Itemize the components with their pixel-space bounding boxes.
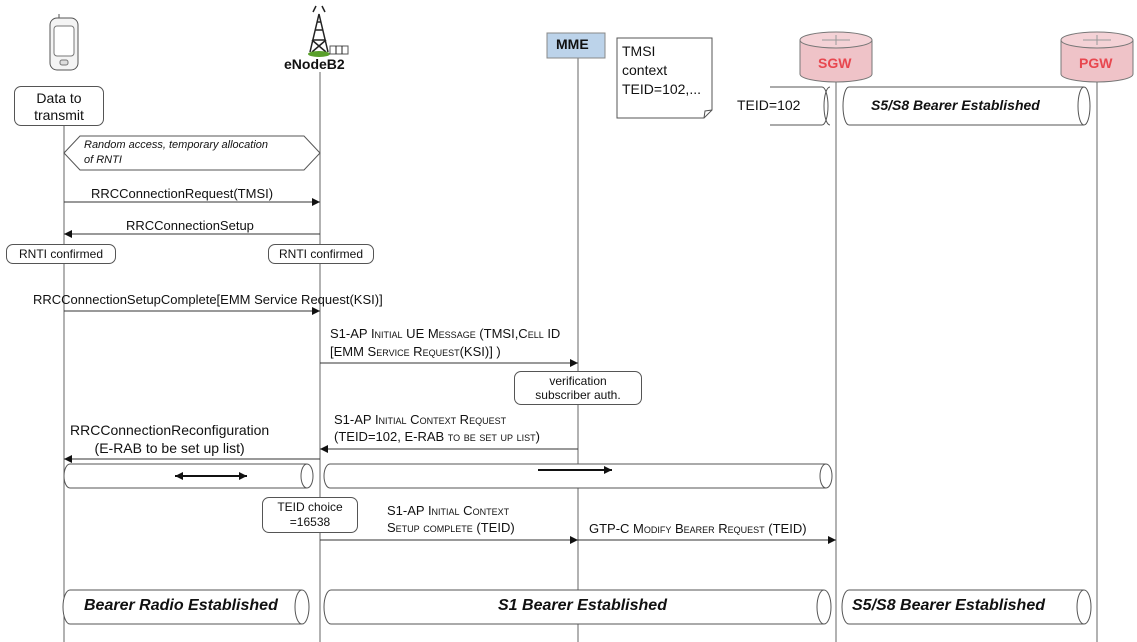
rnti-confirmed-enb: RNTI confirmed [268,244,374,264]
rrc-reconfig-label: RRCConnectionReconfiguration (E-RAB to b… [70,422,270,456]
sgw-label: SGW [818,55,852,71]
teid-sgw-label: TEID=102 [737,97,801,113]
s5s8-bearer-top-label: S5/S8 Bearer Established [871,97,1040,113]
s1-bearer-mid-tube [323,463,833,489]
rrc-setup-label: RRCConnectionSetup [126,218,254,233]
random-access-box [63,135,321,171]
tmsi-note-text: TMSI context TEID=102,... [622,43,701,97]
s1ap-initial-ue-label: S1-AP Initial UE Message (TMSI,Cell ID [… [330,326,561,359]
gtp-modify-label: GTP-C Modify Bearer Request (TEID) [589,521,807,536]
s5s8-bearer-bottom-label: S5/S8 Bearer Established [852,597,1045,614]
s1ap-context-request-label: S1-AP Initial Context Request (TEID=102,… [334,412,540,444]
pgw-database-icon [1060,31,1134,83]
tmsi-note-shape [616,37,713,119]
rrc-setup-complete-label: RRCConnectionSetupComplete[EMM Service R… [33,292,383,307]
antenna-tower-icon [308,5,349,57]
random-access-label: Random access, temporary allocation of R… [84,139,269,166]
lifelines [63,58,1098,642]
verification-box: verification subscriber auth. [514,371,642,405]
enodeb-label: eNodeB2 [284,56,345,72]
pgw-label: PGW [1079,55,1113,71]
radio-bearer-label: Bearer Radio Established [84,597,278,614]
rnti-confirmed-ue: RNTI confirmed [6,244,116,264]
ue-data-box: Data to transmit [14,86,104,126]
sgw-database-icon [799,31,873,83]
s1ap-context-complete-label: S1-AP Initial Context Setup complete (TE… [387,503,515,535]
mme-label: MME [556,36,589,52]
s1-bearer-label: S1 Bearer Established [498,597,667,614]
phone-icon [49,14,79,71]
teid-choice-box: TEID choice =16538 [262,497,358,533]
teid-sgw-tube [770,86,829,126]
mme-node-box [546,32,606,59]
rrc-request-label: RRCConnectionRequest(TMSI) [91,186,274,201]
